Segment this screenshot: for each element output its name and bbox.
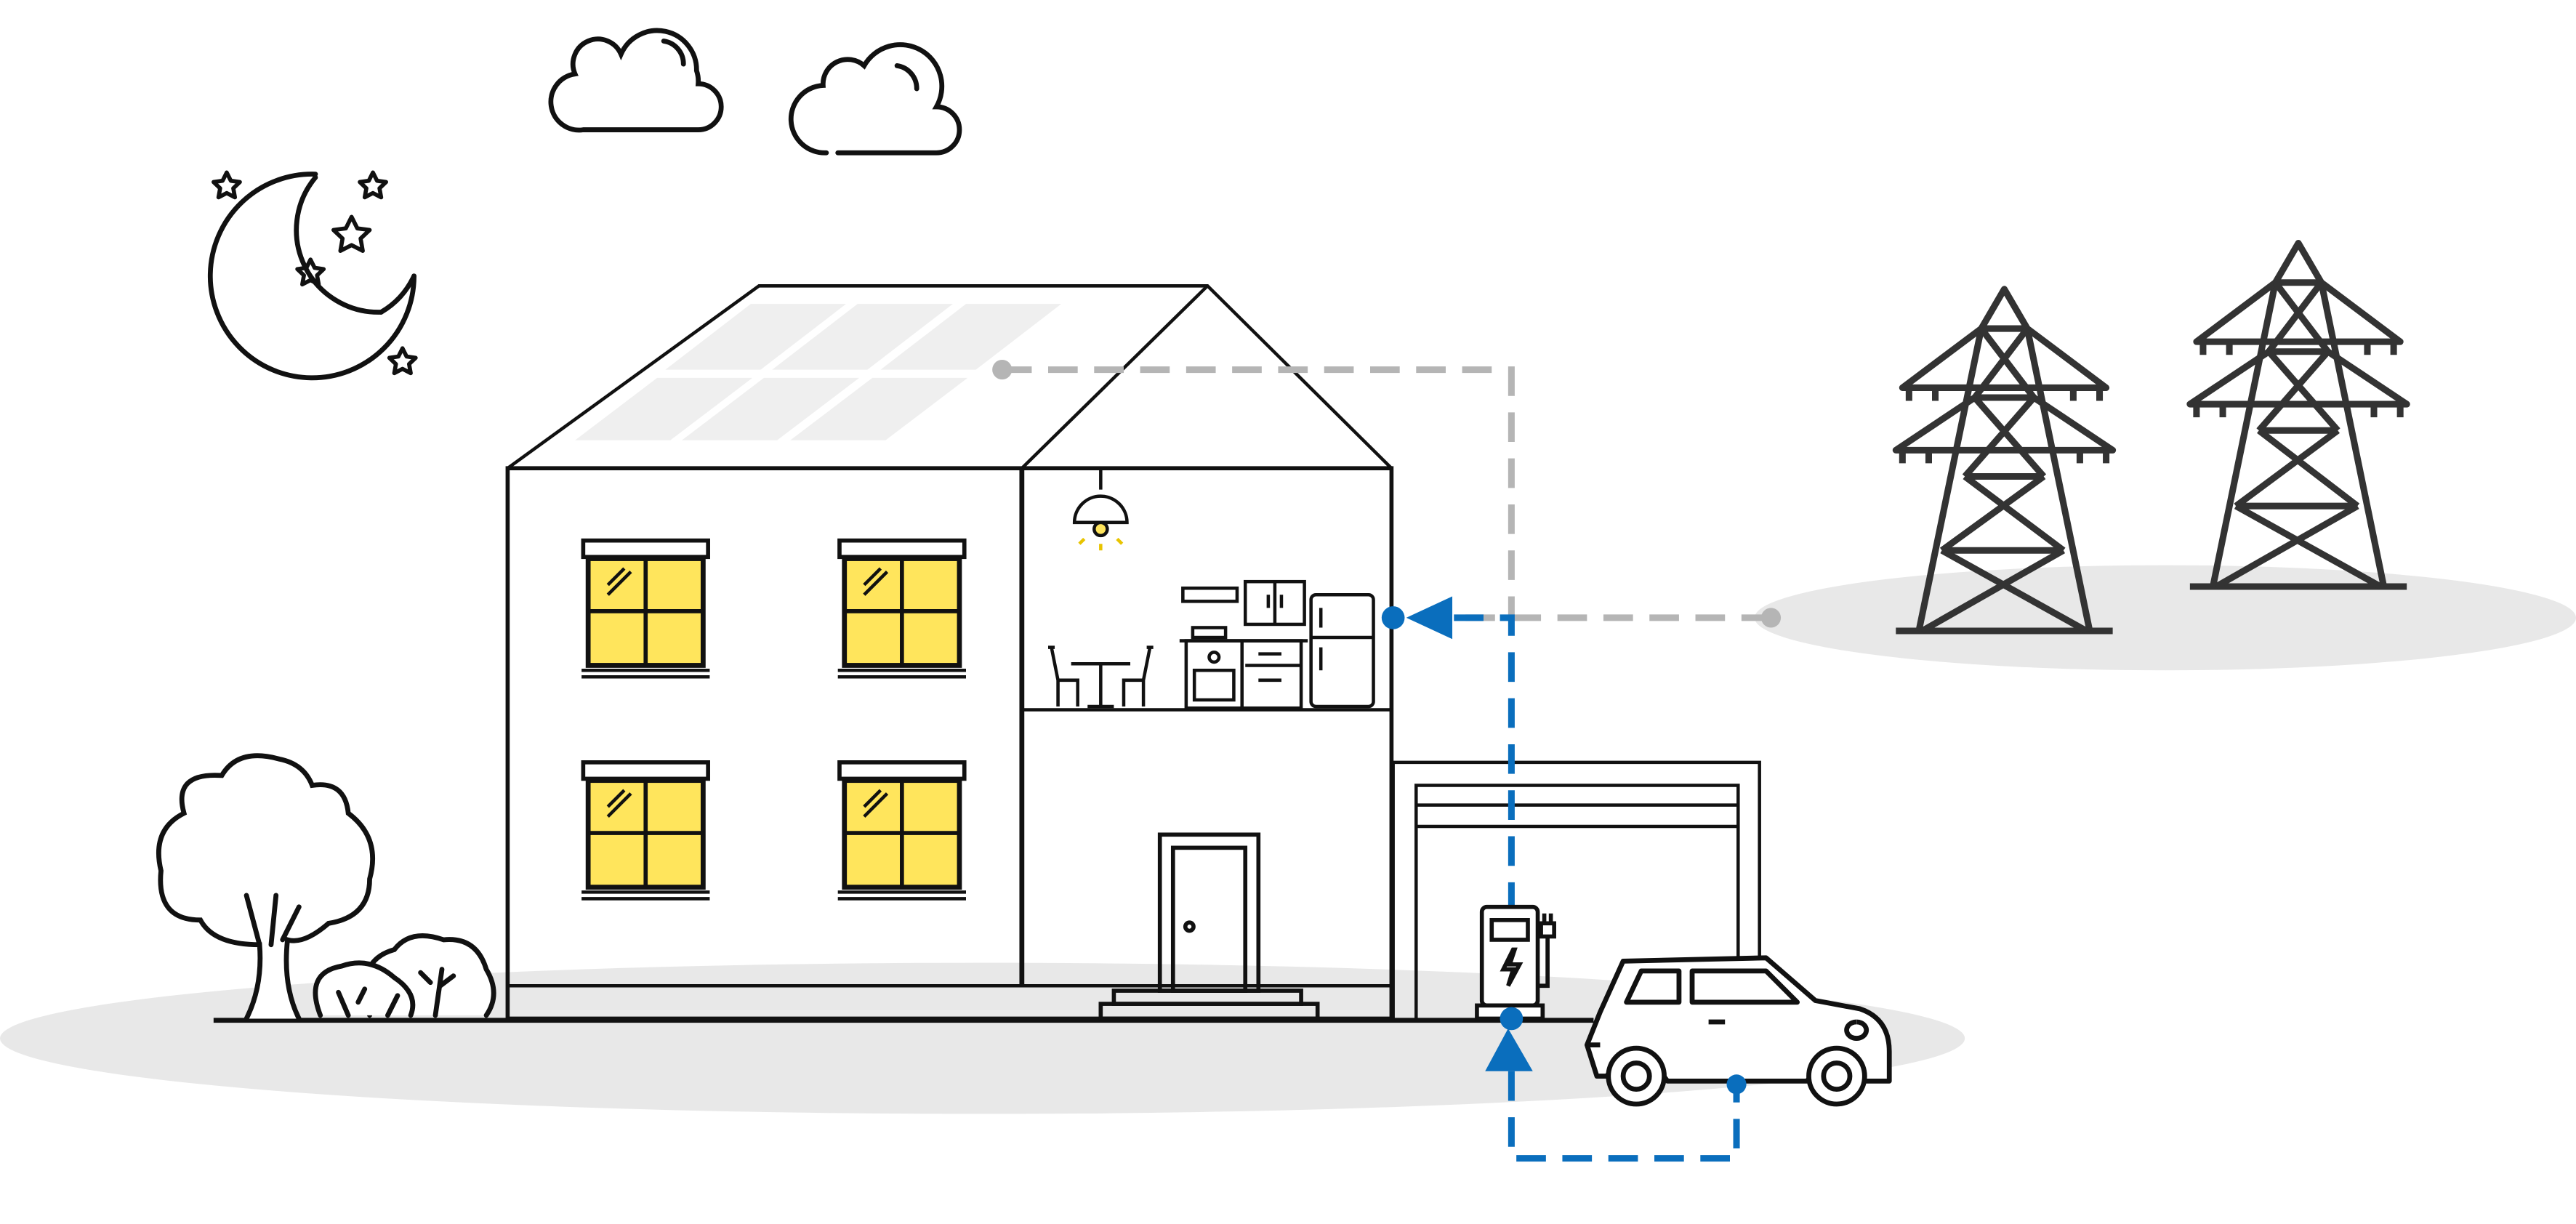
solar-node — [992, 360, 1013, 380]
tree-icon — [156, 753, 376, 1021]
window — [837, 760, 967, 901]
charger-node — [1500, 1007, 1524, 1031]
front-door — [1098, 832, 1320, 1021]
bush-icon — [313, 933, 496, 1018]
car-node — [1726, 1074, 1747, 1095]
solar-panel-icon — [575, 304, 1062, 440]
power-pylon-icon — [1892, 286, 2117, 635]
ev-power-flow — [1454, 614, 1740, 1162]
window — [581, 538, 710, 679]
pendant-lamp-icon — [1072, 470, 1129, 551]
arrow-left-icon — [1406, 596, 1453, 640]
house-node — [1381, 606, 1405, 629]
cloud-icon — [548, 28, 962, 156]
arrow-up-icon — [1485, 1028, 1533, 1071]
grid-power-flow — [1002, 366, 1771, 621]
dining-table-icon — [1048, 645, 1154, 709]
window — [581, 760, 710, 901]
windows — [581, 538, 967, 901]
garage — [1391, 760, 1761, 1019]
kitchen-icon — [1179, 579, 1375, 710]
car-icon — [1584, 955, 1892, 1107]
star-icon — [212, 170, 418, 376]
grid-node — [1760, 608, 1782, 628]
moon-icon — [207, 172, 416, 381]
power-pylon-icon — [2186, 240, 2410, 590]
window — [837, 538, 967, 679]
grid-ground-shadow — [1754, 565, 2576, 671]
